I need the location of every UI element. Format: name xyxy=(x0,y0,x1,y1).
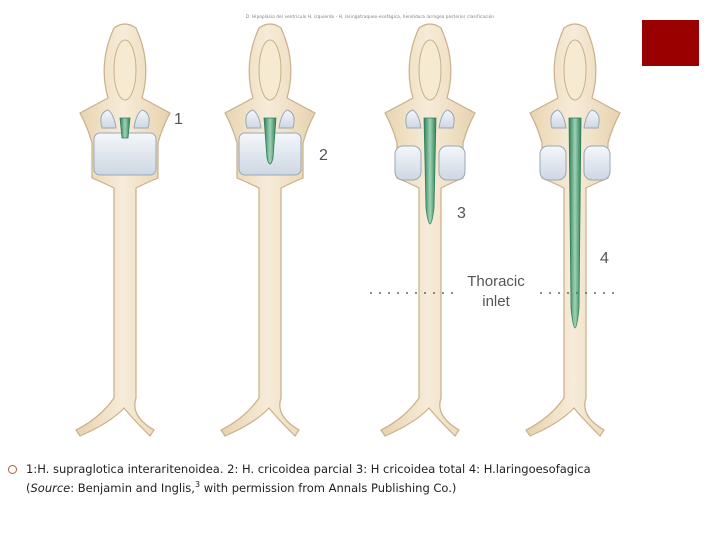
epiglottis xyxy=(563,39,587,101)
arytenoid-right xyxy=(278,109,295,129)
cleft-type-1 xyxy=(119,117,131,139)
panel-3 xyxy=(380,23,476,437)
accent-square xyxy=(642,20,699,66)
panel-2 xyxy=(220,23,316,437)
caption-source-open: ( xyxy=(26,480,31,495)
epiglottis xyxy=(418,39,442,101)
arytenoid-right xyxy=(133,109,150,129)
slide-tiny-caption: D. Hipoplasia del ventrículo H. izquierd… xyxy=(245,14,495,19)
arytenoid-left xyxy=(245,109,262,129)
cricoid-right xyxy=(583,145,611,181)
cricoid-right xyxy=(438,145,466,181)
bullet-ring-icon xyxy=(8,465,17,474)
label-type-2: 2 xyxy=(319,147,328,164)
panel-4 xyxy=(525,23,621,437)
caption-source-ref: 3 xyxy=(194,480,201,489)
cricoid-left xyxy=(539,145,567,181)
label-type-1: 1 xyxy=(174,111,183,128)
panel-1 xyxy=(75,23,171,437)
label-type-4: 4 xyxy=(600,250,609,267)
epiglottis xyxy=(258,39,282,101)
arytenoid-left xyxy=(405,109,422,129)
arytenoid-left xyxy=(100,109,117,129)
caption-source-rest: : Benjamin and Inglis, xyxy=(70,480,195,495)
caption-main: 1:H. supraglotica interaritenoidea. 2: H… xyxy=(26,462,591,476)
cleft-type-2 xyxy=(263,117,277,165)
epiglottis xyxy=(113,39,137,101)
arytenoid-right xyxy=(438,109,455,129)
label-inlet: inlet xyxy=(482,293,510,310)
cleft-type-3 xyxy=(423,117,437,225)
arytenoid-right xyxy=(583,109,600,129)
caption-source-end: with permission from Annals Publishing C… xyxy=(200,480,457,495)
label-thoracic: Thoracic xyxy=(467,273,525,290)
cleft-type-4 xyxy=(568,117,582,329)
caption-text: 1:H. supraglotica interaritenoidea. 2: H… xyxy=(26,462,706,496)
cleft-classification-figure: 1 2 3 4 Thoracic inlet xyxy=(75,23,621,437)
arytenoid-left xyxy=(550,109,567,129)
cricoid-left xyxy=(394,145,422,181)
caption-source-label: Source xyxy=(30,480,71,495)
cricoid-cartilage xyxy=(93,132,157,176)
label-type-3: 3 xyxy=(457,205,466,222)
